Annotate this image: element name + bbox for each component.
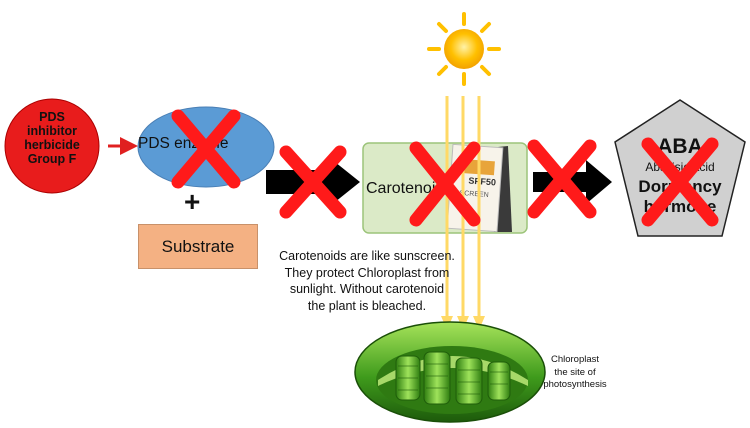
substrate-box: Substrate	[138, 224, 258, 269]
chloroplast-icon	[354, 321, 546, 423]
arrow-icon	[266, 158, 360, 206]
description-text: Carotenoids are like sunscreen. They pro…	[279, 249, 455, 313]
carotenoids-label: Carotenoids	[366, 180, 453, 197]
enzyme-label: PDS enzyme	[138, 135, 229, 152]
svg-text:SPF50: SPF50	[468, 176, 496, 188]
aba-hormone: hormone	[643, 197, 717, 216]
aba-label: ABA Abscisic acid Dormancy hormone	[620, 136, 740, 217]
plus-sign: +	[184, 186, 201, 217]
inhibitor-label: PDS inhibitor herbicide Group F	[24, 110, 80, 166]
sun-icon	[427, 12, 501, 86]
arrow-icon	[533, 160, 612, 204]
aba-subtitle: Abscisic acid	[645, 160, 715, 174]
aba-title: ABA	[657, 135, 703, 158]
chloroplast-caption: Chloroplast the site of photosynthesis	[543, 354, 607, 390]
aba-dormancy: Dormancy	[638, 177, 722, 196]
inhibitor-circle	[4, 98, 100, 194]
